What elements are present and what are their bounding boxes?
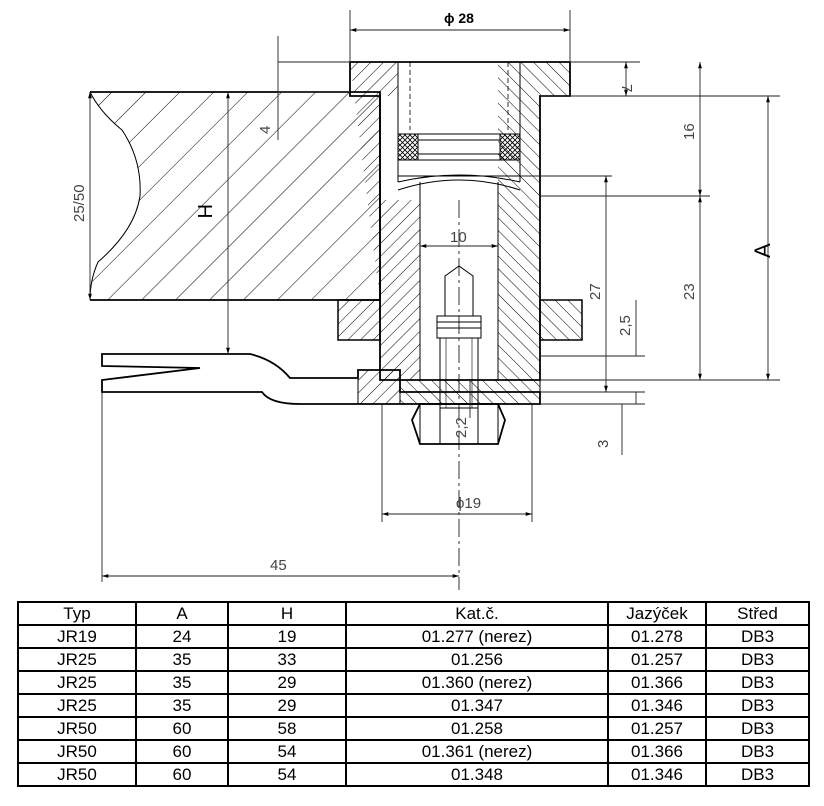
table-row: JR25 35 33 01.256 01.257 DB3 [17, 647, 810, 672]
table-cell: 60 [135, 762, 229, 787]
table-cell: 01.257 [607, 716, 707, 741]
table-cell: 01.346 [607, 693, 707, 718]
table-cell: JR50 [17, 762, 137, 787]
table-cell: DB3 [705, 716, 810, 741]
header-typ: Typ [17, 601, 137, 626]
table-cell: DB3 [705, 693, 810, 718]
dim-16: 16 [681, 123, 698, 140]
table-cell: DB3 [705, 762, 810, 787]
table-cell: 01.348 [345, 762, 609, 787]
header-h: H [227, 601, 347, 626]
dim-23: 23 [681, 283, 698, 300]
lock-nut [337, 299, 583, 341]
table-cell: 01.347 [345, 693, 609, 718]
table-cell: 24 [135, 624, 229, 649]
table-cell: 01.258 [345, 716, 609, 741]
dim-2-2: 2,2 [453, 417, 470, 438]
header-kat: Kat.č. [345, 601, 609, 626]
dim-d19: ϕ19 [456, 495, 481, 512]
table-cell: DB3 [705, 739, 810, 764]
dim-27: 27 [587, 283, 604, 300]
hex-nut [411, 403, 506, 445]
cam-tongue [101, 353, 541, 405]
spec-table: Typ A H Kat.č. Jazýček Střed JR19 24 19 … [17, 601, 810, 787]
table-row: JR50 60 54 01.361 (nerez) 01.366 DB3 [17, 739, 810, 764]
dim-4: 4 [257, 126, 274, 134]
table-cell: 01.360 (nerez) [345, 670, 609, 695]
table-cell: 33 [227, 647, 347, 672]
table-cell: 01.361 (nerez) [345, 739, 609, 764]
dim-H: H [193, 204, 215, 218]
header-jazycek: Jazýček [607, 601, 707, 626]
table-cell: DB3 [705, 647, 810, 672]
table-cell: 01.366 [607, 739, 707, 764]
dim-A: A [750, 243, 775, 258]
table-cell: 29 [227, 693, 347, 718]
table-cell: JR50 [17, 739, 137, 764]
table-row: JR19 24 19 01.277 (nerez) 01.278 DB3 [17, 624, 810, 649]
dim-7: 7 [618, 84, 635, 92]
header-a: A [135, 601, 229, 626]
table-cell: 58 [227, 716, 347, 741]
table-cell: 35 [135, 647, 229, 672]
table-cell: 60 [135, 716, 229, 741]
table-header-row: Typ A H Kat.č. Jazýček Střed [17, 601, 810, 626]
table-cell: JR25 [17, 647, 137, 672]
dim-2-5: 2,5 [617, 315, 634, 336]
table-cell: 35 [135, 693, 229, 718]
table-cell: DB3 [705, 624, 810, 649]
table-cell: 54 [227, 762, 347, 787]
header-stred: Střed [705, 601, 810, 626]
table-cell: 01.366 [607, 670, 707, 695]
door-panel [89, 91, 381, 301]
table-cell: 35 [135, 670, 229, 695]
table-cell: 60 [135, 739, 229, 764]
technical-drawing: ϕ 28 10 ϕ19 45 4 7 16 23 27 2,5 2,2 3 25… [71, 10, 780, 590]
table-row: JR25 35 29 01.347 01.346 DB3 [17, 693, 810, 718]
dim-10: 10 [450, 229, 467, 246]
table-cell: 54 [227, 739, 347, 764]
dim-3: 3 [595, 440, 612, 448]
table-cell: JR50 [17, 716, 137, 741]
table-row: JR50 60 54 01.348 01.346 DB3 [17, 762, 810, 787]
table-cell: 29 [227, 670, 347, 695]
table-cell: DB3 [705, 670, 810, 695]
dim-45: 45 [270, 557, 287, 574]
table-row: JR25 35 29 01.360 (nerez) 01.366 DB3 [17, 670, 810, 695]
table-cell: 01.346 [607, 762, 707, 787]
dim-25-50: 25/50 [71, 184, 88, 222]
lock-housing [349, 61, 571, 381]
table-row: JR50 60 58 01.258 01.257 DB3 [17, 716, 810, 741]
dim-d28: ϕ 28 [444, 10, 474, 26]
table-cell: JR25 [17, 693, 137, 718]
dimension-lines [88, 10, 780, 582]
table-cell: 01.278 [607, 624, 707, 649]
table-cell: 19 [227, 624, 347, 649]
table-cell: 01.277 (nerez) [345, 624, 609, 649]
table-cell: JR19 [17, 624, 137, 649]
table-cell: JR25 [17, 670, 137, 695]
table-cell: 01.256 [345, 647, 609, 672]
table-cell: 01.257 [607, 647, 707, 672]
